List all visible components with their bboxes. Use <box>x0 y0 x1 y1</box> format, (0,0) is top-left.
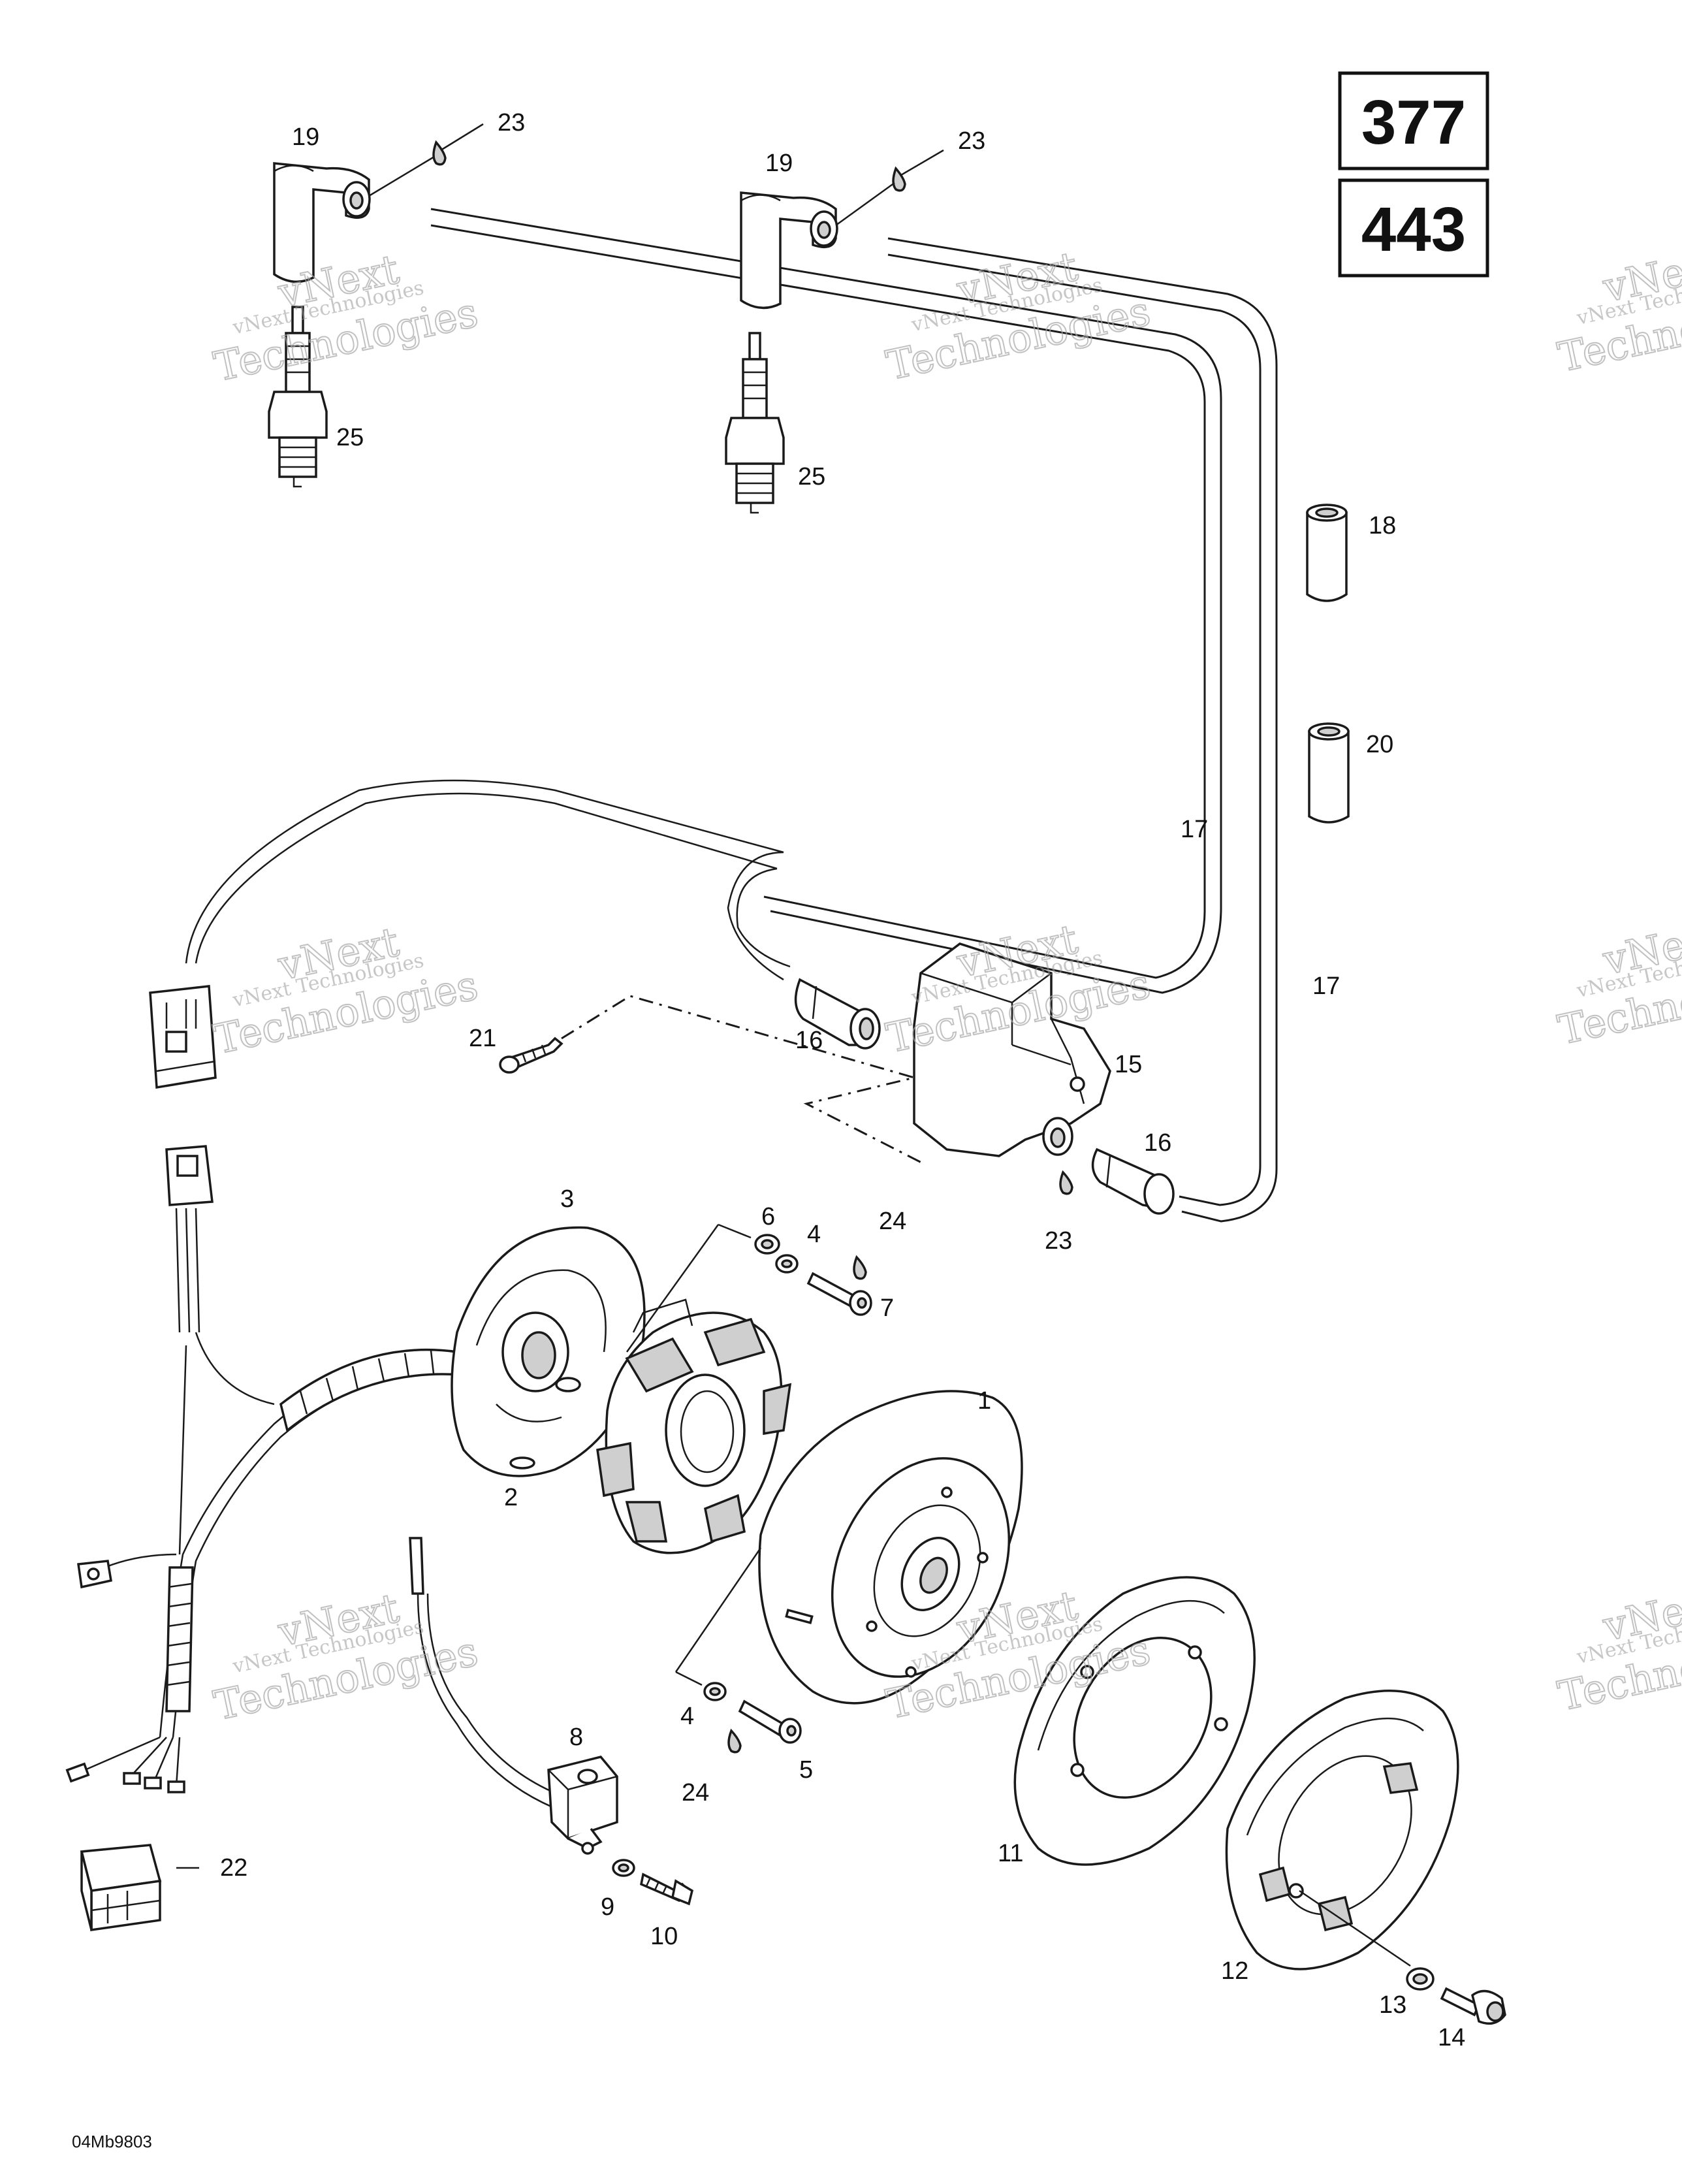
spark-plug-cap-right <box>740 191 838 310</box>
lock-washer-13 <box>1406 1967 1435 1991</box>
callout-11: 11 <box>998 1840 1023 1867</box>
callout-23-right: 23 <box>958 127 985 155</box>
callout-22: 22 <box>220 1854 247 1882</box>
housing-connector <box>80 1844 162 1932</box>
lock-washer-4-upper <box>775 1254 799 1274</box>
screw-7 <box>806 1272 872 1316</box>
callout-4-lower: 4 <box>680 1703 694 1730</box>
drawing-code: 04Mb9803 <box>72 2132 152 2151</box>
dielectric-grease-coil <box>1059 1170 1073 1195</box>
model-code-box-377: 377 <box>1338 71 1489 170</box>
callout-5: 5 <box>799 1756 813 1784</box>
callout-9: 9 <box>601 1893 614 1921</box>
callout-16-lower: 16 <box>1144 1129 1171 1157</box>
callout-24-lower: 24 <box>682 1779 709 1807</box>
callout-3: 3 <box>560 1185 574 1213</box>
callout-7: 7 <box>880 1294 894 1322</box>
wiring-harness <box>65 779 791 1793</box>
flywheel <box>758 1390 1023 1705</box>
wire-sleeve-18 <box>1306 504 1348 602</box>
callout-25-right: 25 <box>798 463 825 490</box>
watermark-2: vNext Technologies vNext Technologies <box>881 242 1155 390</box>
callout-20: 20 <box>1366 731 1393 758</box>
callouts: 19 23 19 23 25 25 18 20 17 17 21 16 15 1… <box>220 109 1465 2051</box>
callout-4-upper: 4 <box>807 1221 821 1248</box>
screw-14 <box>1440 1987 1506 2025</box>
trigger-coil-lead <box>409 1537 582 1817</box>
callout-6: 6 <box>761 1203 775 1230</box>
callout-21: 21 <box>469 1025 496 1052</box>
watermark-1: vNext Technologies vNext Technologies <box>209 244 483 391</box>
spark-plug-left <box>268 306 328 488</box>
callout-17-upper: 17 <box>1181 816 1208 843</box>
callout-25-left: 25 <box>336 424 364 451</box>
washer-9 <box>612 1859 635 1877</box>
screw-5 <box>738 1699 802 1744</box>
watermark-6: vNext Technologies vNext Technologies <box>1553 912 1682 1055</box>
model-code-box-443: 443 <box>1338 178 1489 278</box>
dielectric-grease-left <box>432 140 447 166</box>
leader-23-left <box>368 123 484 197</box>
high-tension-wire-left <box>430 208 1222 994</box>
callout-16-upper: 16 <box>795 1027 823 1054</box>
dielectric-grease-right <box>892 166 906 192</box>
callout-17-lower: 17 <box>1312 972 1340 1000</box>
washer-6 <box>754 1234 780 1255</box>
watermark-4: vNext Technologies vNext Technologies <box>209 917 483 1064</box>
wire-sleeve-20 <box>1308 722 1350 824</box>
callout-10: 10 <box>650 1923 678 1950</box>
callout-18: 18 <box>1369 512 1396 539</box>
watermark-9: vNext Technologies vNext Technologies <box>1553 1578 1682 1721</box>
callout-2: 2 <box>504 1484 518 1511</box>
coil-mounting-screw <box>499 1036 563 1074</box>
callout-23-coil: 23 <box>1045 1227 1072 1255</box>
spark-plug-cap-left <box>273 162 371 283</box>
trigger-coil <box>547 1756 618 1855</box>
watermark-3: vNext Technologies vNext Technologies <box>1553 239 1682 382</box>
callout-24-upper: 24 <box>879 1208 906 1235</box>
callout-15: 15 <box>1115 1051 1142 1078</box>
wire-protector-lower <box>1091 1148 1175 1215</box>
stator <box>596 1298 792 1554</box>
starter-cup <box>1225 1690 1459 1970</box>
watermark-7: vNext Technologies vNext Technologies <box>209 1583 483 1730</box>
callout-8: 8 <box>569 1724 583 1751</box>
stator-plate-leader <box>626 1223 752 1353</box>
ignition-coil <box>913 942 1111 1157</box>
model-code-377: 377 <box>1361 88 1466 157</box>
high-tension-wire-right <box>887 237 1278 1223</box>
callout-12: 12 <box>1221 1957 1248 1985</box>
starter-cup-axis <box>1299 1889 1411 1967</box>
starting-pulley <box>1013 1576 1256 1866</box>
leader-23-right <box>835 149 944 227</box>
loctite-24-upper <box>853 1255 867 1280</box>
flywheel-screw-leader <box>674 1547 762 1686</box>
callout-14: 14 <box>1438 2024 1465 2051</box>
lock-washer-4-lower <box>703 1682 727 1701</box>
wire-protector-upper <box>794 978 881 1050</box>
callout-23-left: 23 <box>498 109 525 136</box>
armature-plate <box>451 1226 646 1477</box>
callout-19-right: 19 <box>765 150 793 177</box>
callout-13: 13 <box>1379 1991 1406 2019</box>
model-code-443: 443 <box>1361 195 1466 265</box>
screw-10 <box>640 1872 694 1906</box>
callout-19-left: 19 <box>292 123 319 151</box>
callout-1: 1 <box>977 1387 991 1415</box>
spark-plug-right <box>725 332 785 514</box>
loctite-24-lower <box>727 1728 742 1754</box>
